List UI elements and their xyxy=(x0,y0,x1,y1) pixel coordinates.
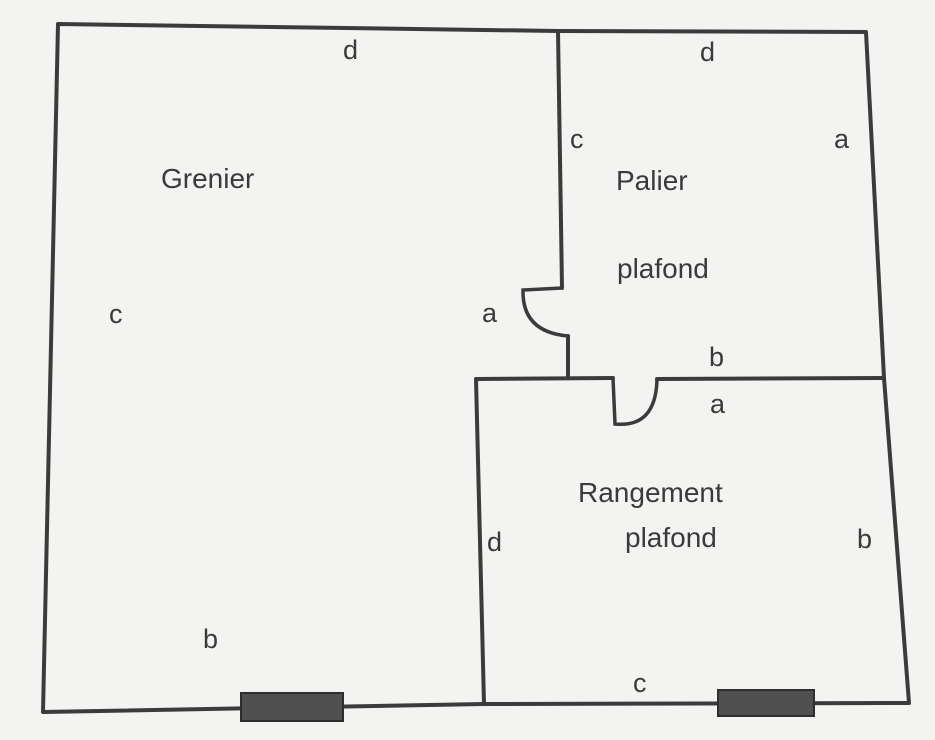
window-grenier xyxy=(240,692,344,722)
grenier-outer-wall xyxy=(41,22,911,714)
palier-ceiling-label: plafond xyxy=(617,253,709,284)
rangement-wall-left-label: d xyxy=(487,527,502,557)
rangement-top-wall-left xyxy=(474,376,615,381)
window-rangement xyxy=(717,689,815,717)
rangement-left-wall xyxy=(474,377,486,706)
rangement-wall-right-label: b xyxy=(857,524,872,554)
palier-wall-right-label: a xyxy=(834,124,850,154)
rangement-ceiling-label: plafond xyxy=(625,522,717,553)
palier-wall-top-label: d xyxy=(700,37,715,67)
grenier-wall-right-label: a xyxy=(482,298,498,328)
grenier-wall-top-label: d xyxy=(343,35,358,65)
room-name-grenier: Grenier xyxy=(161,163,254,194)
palier-door xyxy=(521,286,569,338)
palier-left-wall-upper xyxy=(556,29,564,290)
grenier-wall-bottom-label: b xyxy=(203,624,218,654)
rangement-wall-top-label: a xyxy=(710,389,726,419)
rangement-top-wall-right xyxy=(655,376,886,381)
palier-wall-left-label: c xyxy=(570,124,584,154)
room-name-rangement: Rangement xyxy=(578,477,723,508)
rangement-wall-bottom-label: c xyxy=(633,668,647,698)
grenier-wall-left-label: c xyxy=(109,299,123,329)
palier-wall-bottom-label: b xyxy=(709,342,724,372)
room-name-palier: Palier xyxy=(616,165,688,196)
rangement-door xyxy=(611,377,659,426)
